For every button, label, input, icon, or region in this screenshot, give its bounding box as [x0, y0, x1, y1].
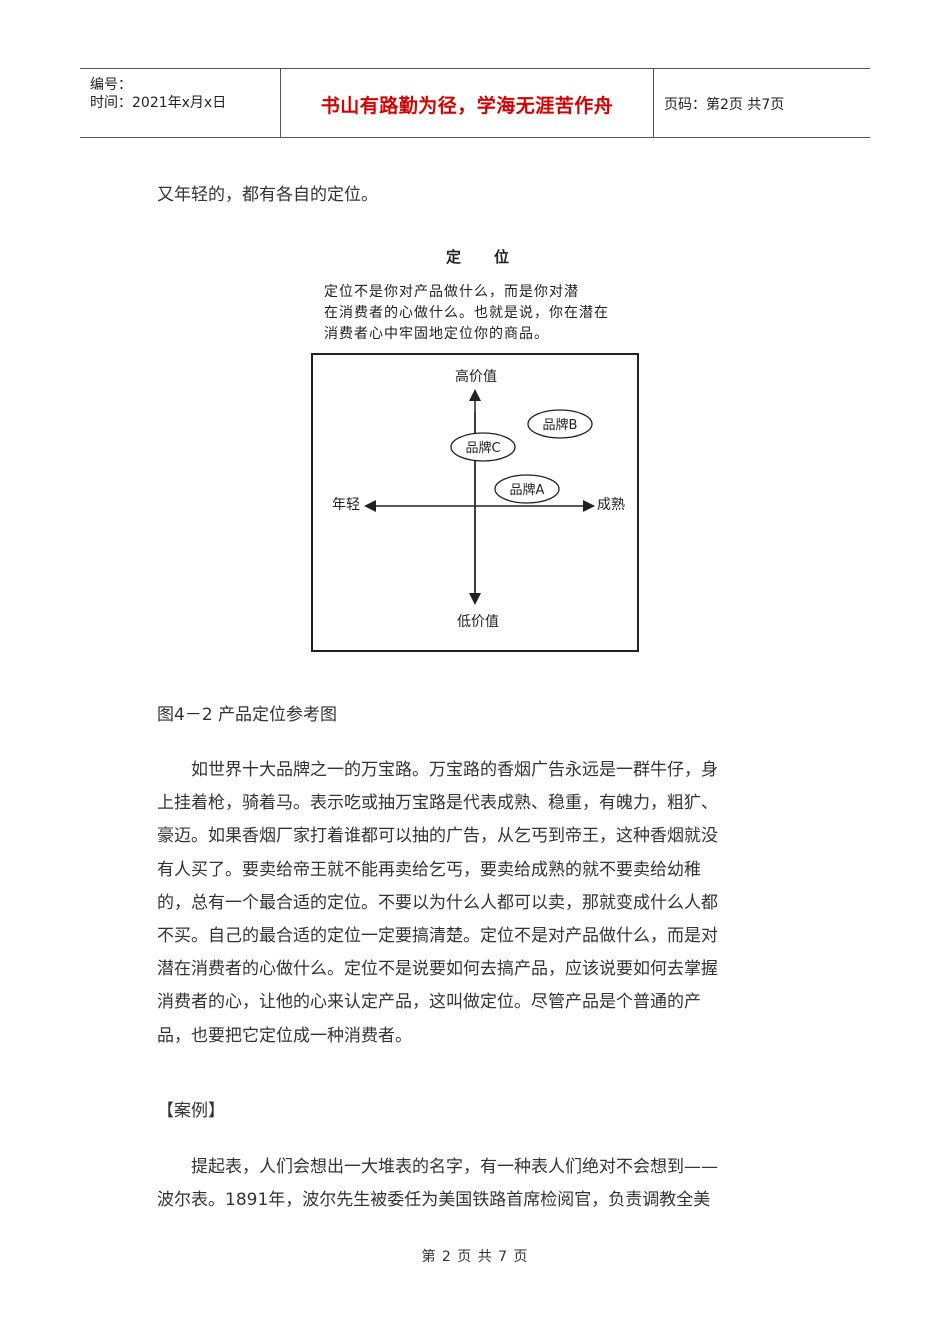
page-info: 页码：第2页 共7页 [664, 97, 785, 113]
paragraph-line: 如世界十大品牌之一的万宝路。万宝路的香烟广告永远是一群牛仔，身 [157, 760, 718, 780]
figure-description-line: 在消费者的心做什么。也就是说，你在潜在 [324, 305, 609, 321]
paragraph-line: 有人买了。要卖给帝王就不能再卖给乞丐，要卖给成熟的就不要卖给幼稚 [157, 859, 701, 880]
paragraph-line: 提起表，人们会想出一大堆表的名字，有一种表人们绝对不会想到—— [157, 1157, 718, 1177]
brand-c-oval [450, 432, 516, 462]
brand-c-label: 品牌C [465, 440, 500, 456]
map-frame [311, 353, 639, 652]
motto: 书山有路勤为径，学海无涯苦作舟 [320, 95, 614, 117]
figure-description: 定位不是你对产品做什么，而是你对潜 在消费者的心做什么。也就是说，你在潜在 消费… [324, 282, 609, 345]
axis-bottom-label: 低价值 [457, 614, 499, 630]
body-paragraph: 如世界十大品牌之一的万宝路。万宝路的香烟广告永远是一群牛仔，身 上挂着枪，骑着马… [157, 754, 797, 1053]
intro-line: 又年轻的，都有各自的定位。 [157, 185, 378, 205]
figure-description-line: 定位不是你对产品做什么，而是你对潜 [324, 284, 579, 300]
positioning-map: 高价值 低价值 年轻 成熟 品牌B 品牌C 品牌A [311, 353, 639, 652]
paragraph-line: 波尔表。1891年，波尔先生被委任为美国铁路首席检阅官，负责调教全美 [157, 1190, 711, 1211]
brand-a-oval [494, 474, 560, 504]
paragraph-line: 不买。自己的最合适的定位一定要搞清楚。定位不是对产品做什么，而是对 [157, 925, 718, 946]
paragraph-line: 上挂着枪，骑着马。表示吃或抽万宝路是代表成熟、稳重，有魄力，粗犷、 [157, 793, 718, 814]
brand-b-oval [527, 409, 593, 439]
page-footer: 第 2 页 共 7 页 [421, 1249, 529, 1265]
figure-title: 定位 [446, 248, 543, 266]
brand-a-label: 品牌A [510, 482, 545, 498]
header-motto-cell: 书山有路勤为径，学海无涯苦作舟 [281, 69, 654, 137]
case-heading: 【案例】 [157, 1101, 225, 1121]
paragraph-line: 品，也要把它定位成一种消费者。 [157, 1025, 412, 1046]
number-label: 编号： [90, 77, 132, 93]
figure-description-line: 消费者心中牢固地定位你的商品。 [324, 326, 549, 342]
paragraph-line: 潜在消费者的心做什么。定位不是说要如何去搞产品，应该说要如何去掌握 [157, 959, 718, 980]
header-page-cell: 页码：第2页 共7页 [654, 69, 870, 137]
page-header: 编号： 时间：2021年x月x日 书山有路勤为径，学海无涯苦作舟 页码：第2页 … [80, 68, 870, 138]
axis-top-label: 高价值 [455, 368, 497, 385]
figure-caption: 图4－2 产品定位参考图 [157, 705, 338, 725]
axis-right-label: 成熟 [597, 497, 625, 513]
header-meta-cell: 编号： 时间：2021年x月x日 [80, 69, 281, 137]
case-paragraph: 提起表，人们会想出一大堆表的名字，有一种表人们绝对不会想到—— 波尔表。1891… [157, 1151, 797, 1217]
brand-b-label: 品牌B [543, 417, 578, 433]
time-label: 时间：2021年x月x日 [90, 95, 227, 111]
paragraph-line: 的，总有一个最合适的定位。不要以为什么人都可以卖，那就变成什么人都 [157, 892, 718, 913]
axis-left-label: 年轻 [332, 497, 360, 513]
paragraph-line: 豪迈。如果香烟厂家打着谁都可以抽的广告，从乞丐到帝王，这种香烟就没 [157, 826, 718, 847]
paragraph-line: 消费者的心，让他的心来认定产品，这叫做定位。尽管产品是个普通的产 [157, 992, 701, 1013]
